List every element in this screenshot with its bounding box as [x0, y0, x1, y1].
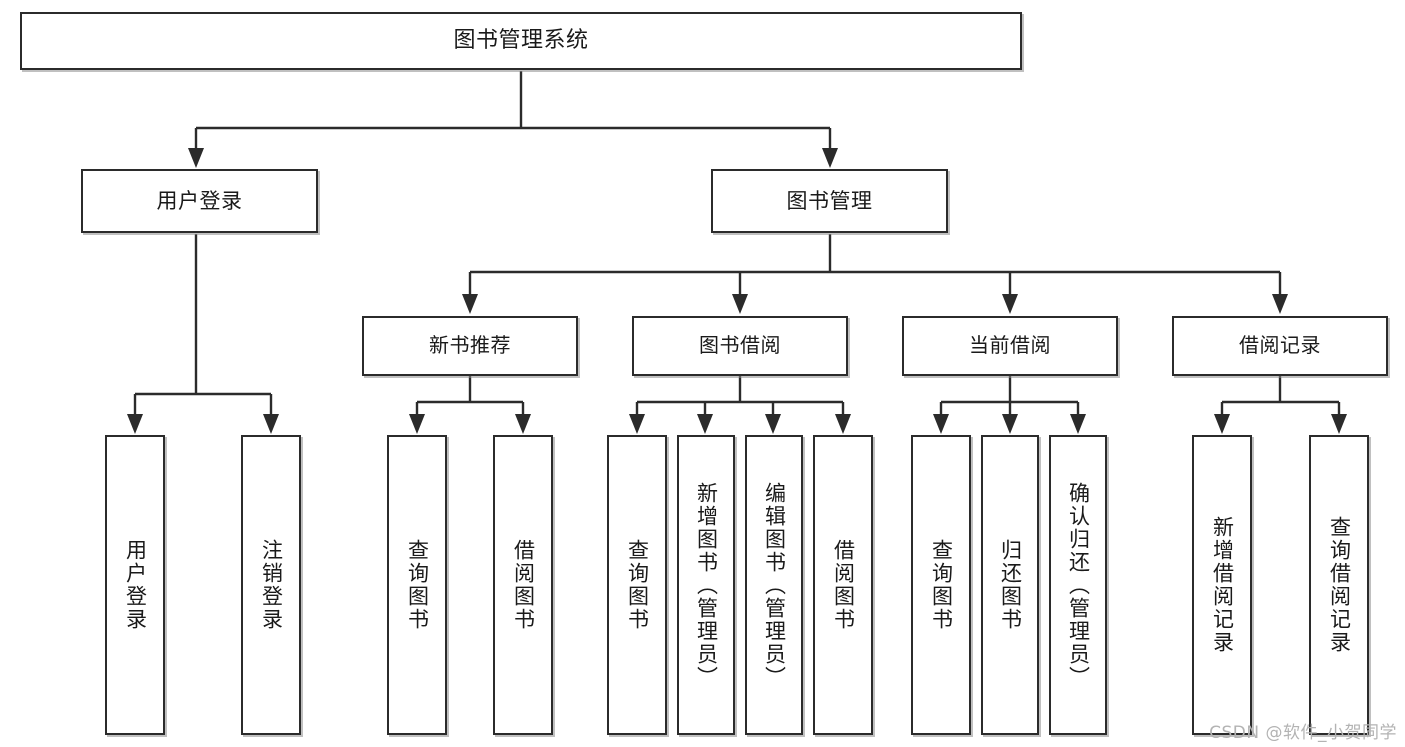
node-current-borrow-label: 当前借阅: [969, 333, 1051, 358]
node-leaf-add-record[interactable]: 新增借阅记录: [1192, 435, 1252, 735]
node-borrow-record[interactable]: 借阅记录: [1172, 316, 1388, 376]
node-user-login-label: 用户登录: [156, 188, 243, 213]
node-leaf-borrow-book-2[interactable]: 借阅图书: [813, 435, 873, 735]
node-leaf-logout-label: 注销登录: [259, 539, 284, 631]
node-root[interactable]: 图书管理系统: [20, 12, 1022, 70]
node-leaf-return-book-label: 归还图书: [998, 539, 1023, 631]
node-book-borrow-label: 图书借阅: [699, 333, 781, 358]
node-leaf-edit-book[interactable]: 编辑图书（管理员）: [745, 435, 803, 735]
node-leaf-edit-book-label: 编辑图书（管理员）: [762, 481, 787, 689]
node-leaf-logout[interactable]: 注销登录: [241, 435, 301, 735]
node-leaf-query-book-1-label: 查询图书: [405, 539, 430, 631]
node-leaf-query-book-3[interactable]: 查询图书: [911, 435, 971, 735]
node-leaf-query-record[interactable]: 查询借阅记录: [1309, 435, 1369, 735]
node-leaf-borrow-book-1[interactable]: 借阅图书: [493, 435, 553, 735]
node-leaf-add-book-label: 新增图书（管理员）: [694, 481, 719, 689]
node-root-label: 图书管理系统: [453, 28, 589, 54]
node-book-manage[interactable]: 图书管理: [711, 169, 948, 233]
node-new-book-recommend-label: 新书推荐: [429, 333, 511, 358]
node-leaf-query-book-2[interactable]: 查询图书: [607, 435, 667, 735]
node-leaf-borrow-book-2-label: 借阅图书: [831, 539, 856, 631]
watermark-text: CSDN @软件_小贺同学: [1209, 723, 1397, 743]
node-book-borrow[interactable]: 图书借阅: [632, 316, 848, 376]
node-leaf-confirm-return[interactable]: 确认归还（管理员）: [1049, 435, 1107, 735]
node-leaf-return-book[interactable]: 归还图书: [981, 435, 1039, 735]
node-book-manage-label: 图书管理: [786, 188, 873, 213]
node-leaf-query-book-3-label: 查询图书: [929, 539, 954, 631]
node-leaf-add-book[interactable]: 新增图书（管理员）: [677, 435, 735, 735]
node-current-borrow[interactable]: 当前借阅: [902, 316, 1118, 376]
node-leaf-query-record-label: 查询借阅记录: [1327, 516, 1352, 654]
node-leaf-confirm-return-label: 确认归还（管理员）: [1066, 481, 1091, 689]
node-leaf-user-login[interactable]: 用户登录: [105, 435, 165, 735]
node-leaf-query-book-2-label: 查询图书: [625, 539, 650, 631]
node-leaf-borrow-book-1-label: 借阅图书: [511, 539, 536, 631]
node-borrow-record-label: 借阅记录: [1239, 333, 1321, 358]
node-leaf-user-login-label: 用户登录: [123, 539, 148, 631]
node-user-login[interactable]: 用户登录: [81, 169, 318, 233]
node-leaf-add-record-label: 新增借阅记录: [1210, 516, 1235, 654]
node-leaf-query-book-1[interactable]: 查询图书: [387, 435, 447, 735]
node-new-book-recommend[interactable]: 新书推荐: [362, 316, 578, 376]
